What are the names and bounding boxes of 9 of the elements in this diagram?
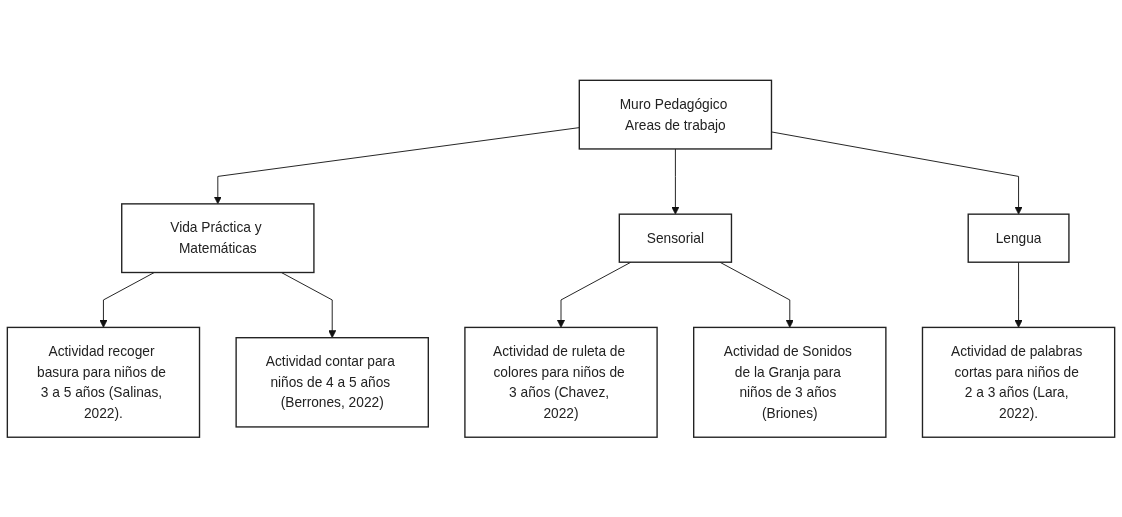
node-box: Actividad de Sonidos de la Granja para niños de 3 años (Briones) <box>693 326 887 438</box>
node-box: Sensorial <box>618 213 733 263</box>
node-box: Actividad recoger basura para niños de 3 a 5 años (Salinas, 2022). <box>6 326 201 438</box>
node-box: Muro Pedagógico Areas de trabajo <box>578 79 773 150</box>
node-box: Actividad contar para niños de 4 a 5 años (Berrones, 2022) <box>235 336 429 428</box>
node-box: Actividad de palabras cortas para niños de 2 a 3 años (Lara, 2022). <box>921 326 1116 438</box>
node-box: Vida Práctica y Matemáticas <box>121 202 315 273</box>
node-box: Actividad de ruleta de colores para niños de 3 años (Chavez, 2022) <box>464 326 658 438</box>
node-box: Lengua <box>967 213 1070 263</box>
